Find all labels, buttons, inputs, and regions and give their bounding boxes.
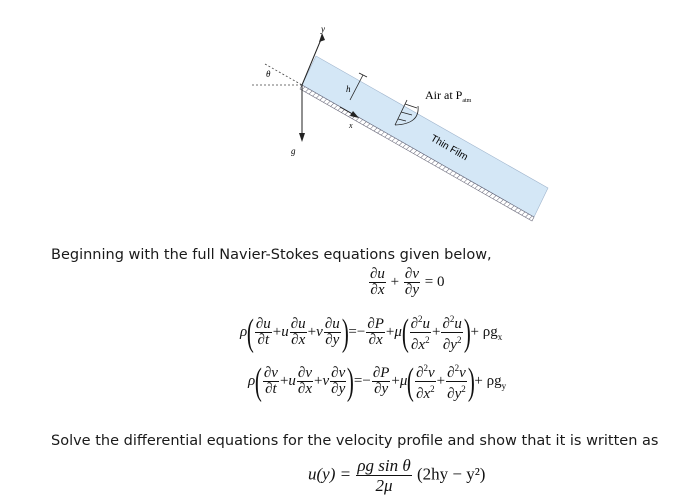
thickness-cap bbox=[358, 72, 368, 78]
angle-reference bbox=[264, 63, 303, 86]
thickness-label: h bbox=[346, 84, 351, 94]
y-momentum-equation: ρ(∂v∂t+u∂v∂x+v∂v∂y)=−∂P∂y+μ(∂2v∂x2+∂2v∂y… bbox=[248, 360, 507, 403]
x-axis-arrow bbox=[350, 111, 359, 118]
y-axis-arrow bbox=[319, 33, 325, 42]
y-axis-label: y bbox=[320, 24, 325, 34]
gravity-arrowhead bbox=[299, 133, 305, 142]
result-numerator: ρg sin θ bbox=[357, 456, 411, 475]
continuity-rhs: = 0 bbox=[424, 273, 445, 290]
x-momentum-equation: ρ(∂u∂t+u∂u∂x+v∂u∂y)=−∂P∂x+μ(∂2u∂x2+∂2u∂y… bbox=[240, 311, 503, 354]
air-label: Air at Patm bbox=[425, 88, 472, 104]
thin-film-diagram: y θ g h x Air at Patm Thin Film bbox=[252, 24, 549, 222]
task-text: Solve the differential equations for the… bbox=[51, 433, 659, 449]
y-axis bbox=[301, 36, 323, 86]
continuity-equation: ∂u∂x + ∂v∂y = 0 bbox=[369, 266, 445, 298]
angle-label: θ bbox=[266, 69, 271, 79]
gravity-label: g bbox=[291, 146, 296, 156]
intro-text: Beginning with the full Navier-Stokes eq… bbox=[51, 247, 492, 263]
result-rhs: (2hy − y²) bbox=[416, 464, 486, 484]
film-region bbox=[301, 55, 549, 218]
result-lhs: u(y) = bbox=[308, 464, 352, 484]
result-denominator: 2μ bbox=[375, 476, 393, 495]
y-gravity-term: + ρgy bbox=[474, 372, 507, 391]
thickness-marker bbox=[349, 74, 364, 101]
velocity-profile bbox=[394, 99, 419, 126]
x-axis-label: x bbox=[348, 121, 353, 130]
wall bbox=[299, 84, 535, 222]
x-gravity-term: + ρgx bbox=[470, 323, 503, 342]
